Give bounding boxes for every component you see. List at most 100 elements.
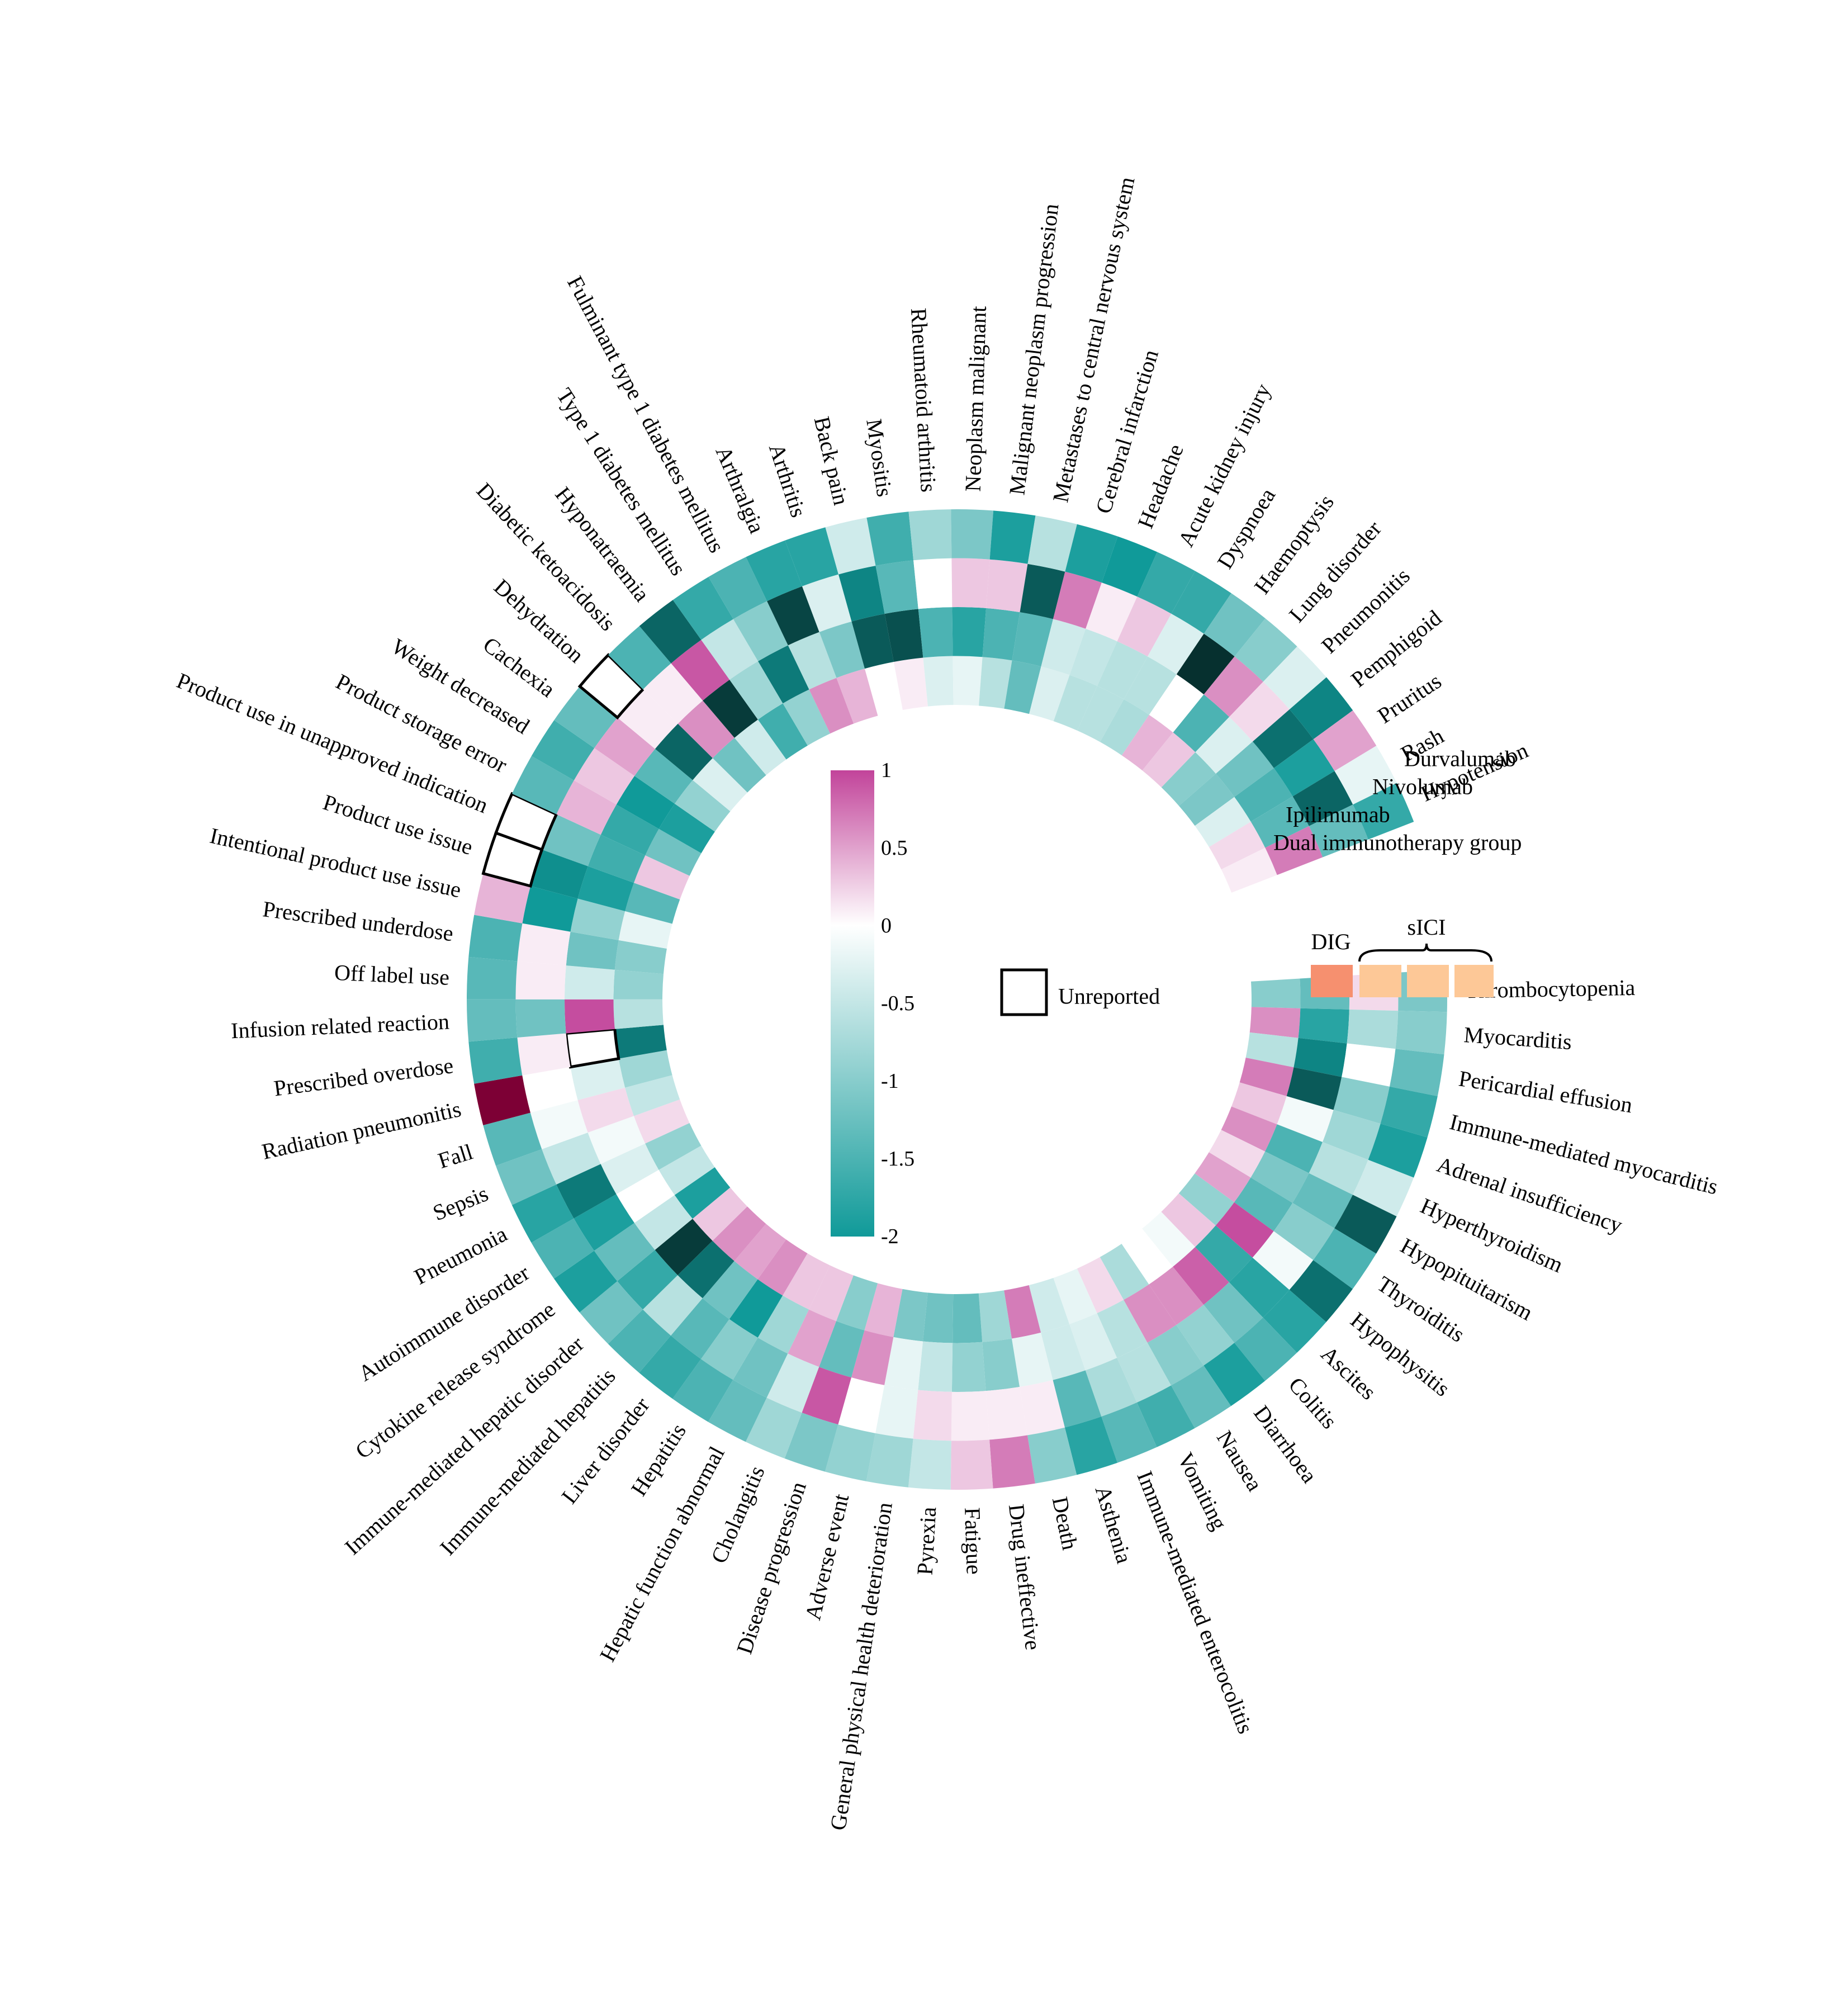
heatmap-cell bbox=[625, 1075, 680, 1116]
category-label: Malignant neoplasm progression bbox=[1004, 202, 1063, 496]
heatmap-cell bbox=[802, 574, 852, 632]
unreported-legend: Unreported bbox=[1000, 968, 1160, 1016]
heatmap-cell bbox=[1041, 1324, 1086, 1380]
heatmap-cell bbox=[953, 1293, 983, 1343]
heatmap-cell bbox=[893, 1289, 928, 1342]
heatmap-cell bbox=[556, 1164, 617, 1219]
heatmap-cell bbox=[613, 969, 664, 1000]
heatmap-cell bbox=[1209, 821, 1266, 870]
heatmap-cell bbox=[838, 1377, 885, 1433]
heatmap-cell bbox=[1347, 1009, 1399, 1049]
heatmap-cell bbox=[1234, 1177, 1293, 1232]
heatmap-cell bbox=[1265, 1124, 1323, 1173]
heatmap-cell bbox=[1309, 804, 1368, 858]
heatmap-cell bbox=[1245, 1032, 1299, 1068]
heatmap-cell bbox=[672, 577, 733, 640]
heatmap-cell bbox=[693, 758, 748, 812]
heatmap-cell bbox=[512, 756, 574, 814]
category-label: Infusion related reaction bbox=[230, 1009, 450, 1044]
heatmap-cell bbox=[655, 1219, 713, 1276]
heatmap-cell bbox=[1203, 656, 1263, 717]
heatmap-cell bbox=[1121, 1228, 1173, 1285]
heatmap-cell bbox=[617, 1250, 678, 1310]
heatmap-cell bbox=[918, 607, 953, 658]
heatmap-cell bbox=[1029, 1278, 1070, 1333]
heatmap-cell bbox=[1004, 660, 1041, 714]
heatmap-cell bbox=[671, 1298, 729, 1360]
colorbar-tick-label: -2 bbox=[881, 1225, 899, 1248]
heatmap-cell bbox=[579, 1281, 643, 1344]
heatmap-cell bbox=[1293, 1038, 1347, 1077]
category-label: Radiation pneumonitis bbox=[259, 1096, 463, 1164]
heatmap-cell bbox=[677, 700, 735, 759]
category-label: Vomiting bbox=[1173, 1448, 1232, 1534]
heatmap-cell bbox=[1124, 1284, 1177, 1343]
heatmap-cell bbox=[989, 1435, 1035, 1489]
heatmap-cell bbox=[1171, 571, 1231, 634]
heatmap-cell bbox=[985, 1387, 1027, 1440]
heatmap-cell bbox=[577, 1087, 634, 1133]
heatmap-cell bbox=[1390, 1049, 1444, 1096]
heatmap-cell bbox=[1342, 1043, 1396, 1087]
heatmap-cell bbox=[587, 1116, 646, 1164]
heatmap-cell bbox=[1148, 613, 1204, 675]
heatmap-cell bbox=[1216, 741, 1274, 797]
heatmap-cell bbox=[674, 1167, 731, 1219]
ring-label: Ipilimumab bbox=[1286, 802, 1390, 827]
heatmap-cell bbox=[908, 509, 952, 561]
heatmap-cell bbox=[671, 640, 730, 701]
heatmap-cell bbox=[1203, 1282, 1263, 1343]
category-label: Colitis bbox=[1284, 1372, 1342, 1434]
heatmap-cell bbox=[979, 657, 1012, 709]
heatmap-cell bbox=[1298, 1008, 1349, 1044]
colorbar-tick-label: -1.5 bbox=[881, 1147, 914, 1171]
heatmap-cell bbox=[913, 1390, 952, 1441]
heatmap-cell bbox=[865, 662, 903, 716]
heatmap-cell bbox=[701, 1319, 758, 1380]
heatmap-cell bbox=[1334, 746, 1397, 805]
ring-label: Durvalumab bbox=[1404, 746, 1516, 771]
heatmap-cell bbox=[1053, 1268, 1097, 1324]
heatmap-cell bbox=[531, 1218, 594, 1279]
colorbar-gradient bbox=[831, 770, 874, 1237]
category-label: Prescribed overdose bbox=[272, 1053, 454, 1101]
heatmap-cell bbox=[1069, 628, 1117, 686]
heatmap-cell bbox=[522, 886, 578, 932]
heatmap-cell bbox=[614, 1025, 667, 1059]
heatmap-cell bbox=[1231, 1082, 1287, 1125]
heatmap-cell bbox=[766, 1353, 819, 1413]
heatmap-cell bbox=[542, 814, 601, 866]
heatmap-cell bbox=[530, 849, 588, 899]
heatmap-cell bbox=[1086, 582, 1138, 642]
heatmap-cell bbox=[851, 614, 894, 669]
heatmap-cell bbox=[1229, 681, 1290, 742]
heatmap-cell bbox=[1273, 739, 1335, 797]
heatmap-cell bbox=[1085, 1358, 1137, 1417]
heatmap-cell bbox=[923, 656, 954, 707]
heatmap-cell bbox=[702, 1261, 758, 1319]
heatmap-cell bbox=[625, 883, 680, 924]
heatmap-cell bbox=[1239, 1058, 1294, 1096]
heatmap-cell bbox=[866, 511, 914, 566]
heatmap-cell bbox=[819, 621, 865, 678]
category-label: Death bbox=[1048, 1495, 1083, 1552]
heatmap-cell bbox=[864, 1283, 903, 1337]
heatmap-cell bbox=[1012, 1332, 1053, 1387]
heatmap-cell bbox=[758, 645, 809, 704]
category-label: Immune-mediated enterocolitis bbox=[1132, 1467, 1258, 1737]
heatmap-cell bbox=[658, 1145, 715, 1195]
heatmap-cell bbox=[1215, 1202, 1274, 1258]
heatmap-cell bbox=[1176, 633, 1235, 695]
heatmap-cell bbox=[838, 566, 885, 622]
heatmap-cell bbox=[1179, 774, 1235, 826]
heatmap-cell bbox=[809, 1265, 854, 1322]
heatmap-cell bbox=[708, 557, 767, 619]
heatmap-cell bbox=[989, 510, 1036, 564]
heatmap-cell bbox=[1333, 1077, 1390, 1124]
heatmap-cell bbox=[1097, 1300, 1148, 1358]
group-color-box bbox=[1359, 965, 1401, 997]
heatmap-cell bbox=[757, 1295, 809, 1354]
category-label: Autoimmune disorder bbox=[354, 1260, 534, 1386]
heatmap-cell bbox=[633, 1099, 690, 1144]
heatmap-cell bbox=[1353, 1159, 1414, 1216]
